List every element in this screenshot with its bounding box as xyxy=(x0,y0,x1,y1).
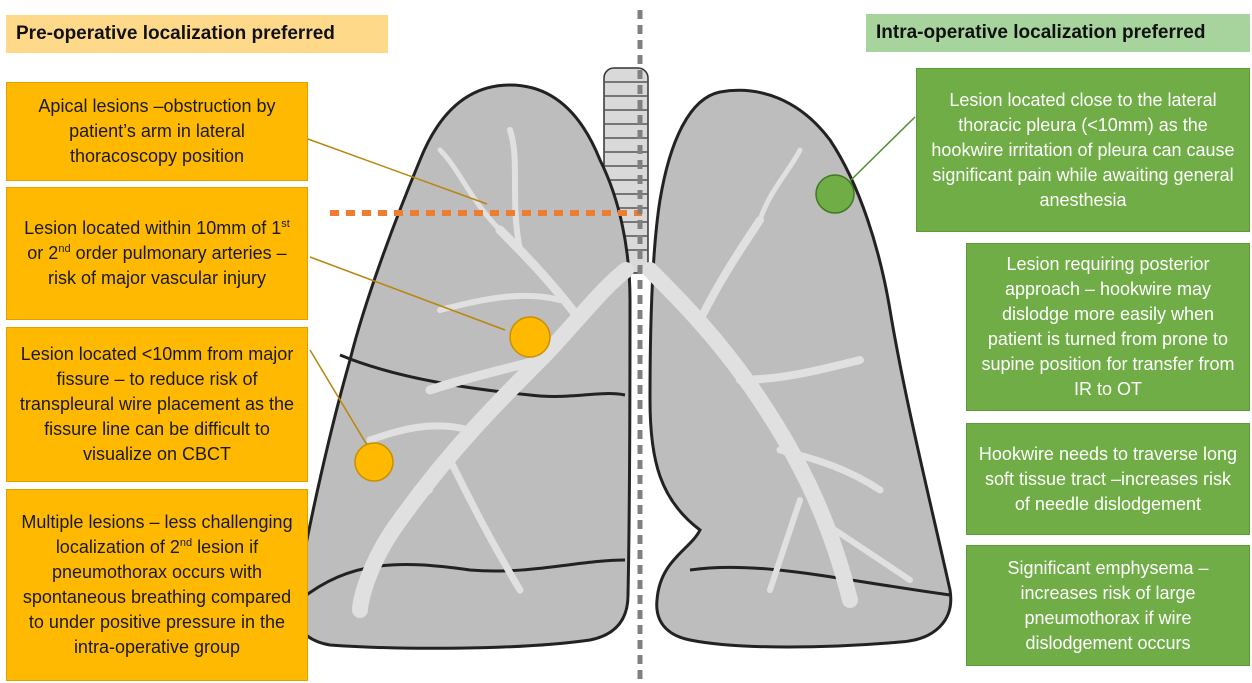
intraop-box-soft-tissue-tract-text: Hookwire needs to traverse long soft tis… xyxy=(975,442,1241,517)
header-preoperative: Pre-operative localization preferred xyxy=(6,15,388,53)
preop-box-multiple-lesions-text: Multiple lesions – less challenging loca… xyxy=(15,510,299,660)
lesion-marker-fissure xyxy=(355,443,393,481)
lesion-marker-pleural xyxy=(816,175,854,213)
preop-box-apical-text: Apical lesions –obstruction by patient’s… xyxy=(15,94,299,169)
preop-box-fissure-text: Lesion located <10mm from major fissure … xyxy=(15,342,299,467)
preop-box-apical: Apical lesions –obstruction by patient’s… xyxy=(6,82,308,181)
left-lung xyxy=(650,90,951,647)
intraop-box-posterior-approach: Lesion requiring posterior approach – ho… xyxy=(966,243,1250,411)
intraop-box-pleura-text: Lesion located close to the lateral thor… xyxy=(925,88,1241,213)
intraop-box-emphysema-text: Significant emphysema – increases risk o… xyxy=(975,556,1241,656)
preop-box-fissure: Lesion located <10mm from major fissure … xyxy=(6,327,308,482)
intraop-box-posterior-approach-text: Lesion requiring posterior approach – ho… xyxy=(975,252,1241,402)
connector-line-right xyxy=(851,117,915,180)
intraop-box-soft-tissue-tract: Hookwire needs to traverse long soft tis… xyxy=(966,423,1250,535)
lesion-marker-perihilar xyxy=(510,317,550,357)
preop-box-pulmonary-artery-text: Lesion located within 10mm of 1st or 2nd… xyxy=(15,216,299,291)
intraop-box-pleura: Lesion located close to the lateral thor… xyxy=(916,68,1250,232)
intraop-box-emphysema: Significant emphysema – increases risk o… xyxy=(966,545,1250,666)
preop-box-pulmonary-artery: Lesion located within 10mm of 1st or 2nd… xyxy=(6,187,308,320)
header-intraoperative: Intra-operative localization preferred xyxy=(866,14,1250,52)
preop-box-multiple-lesions: Multiple lesions – less challenging loca… xyxy=(6,489,308,681)
